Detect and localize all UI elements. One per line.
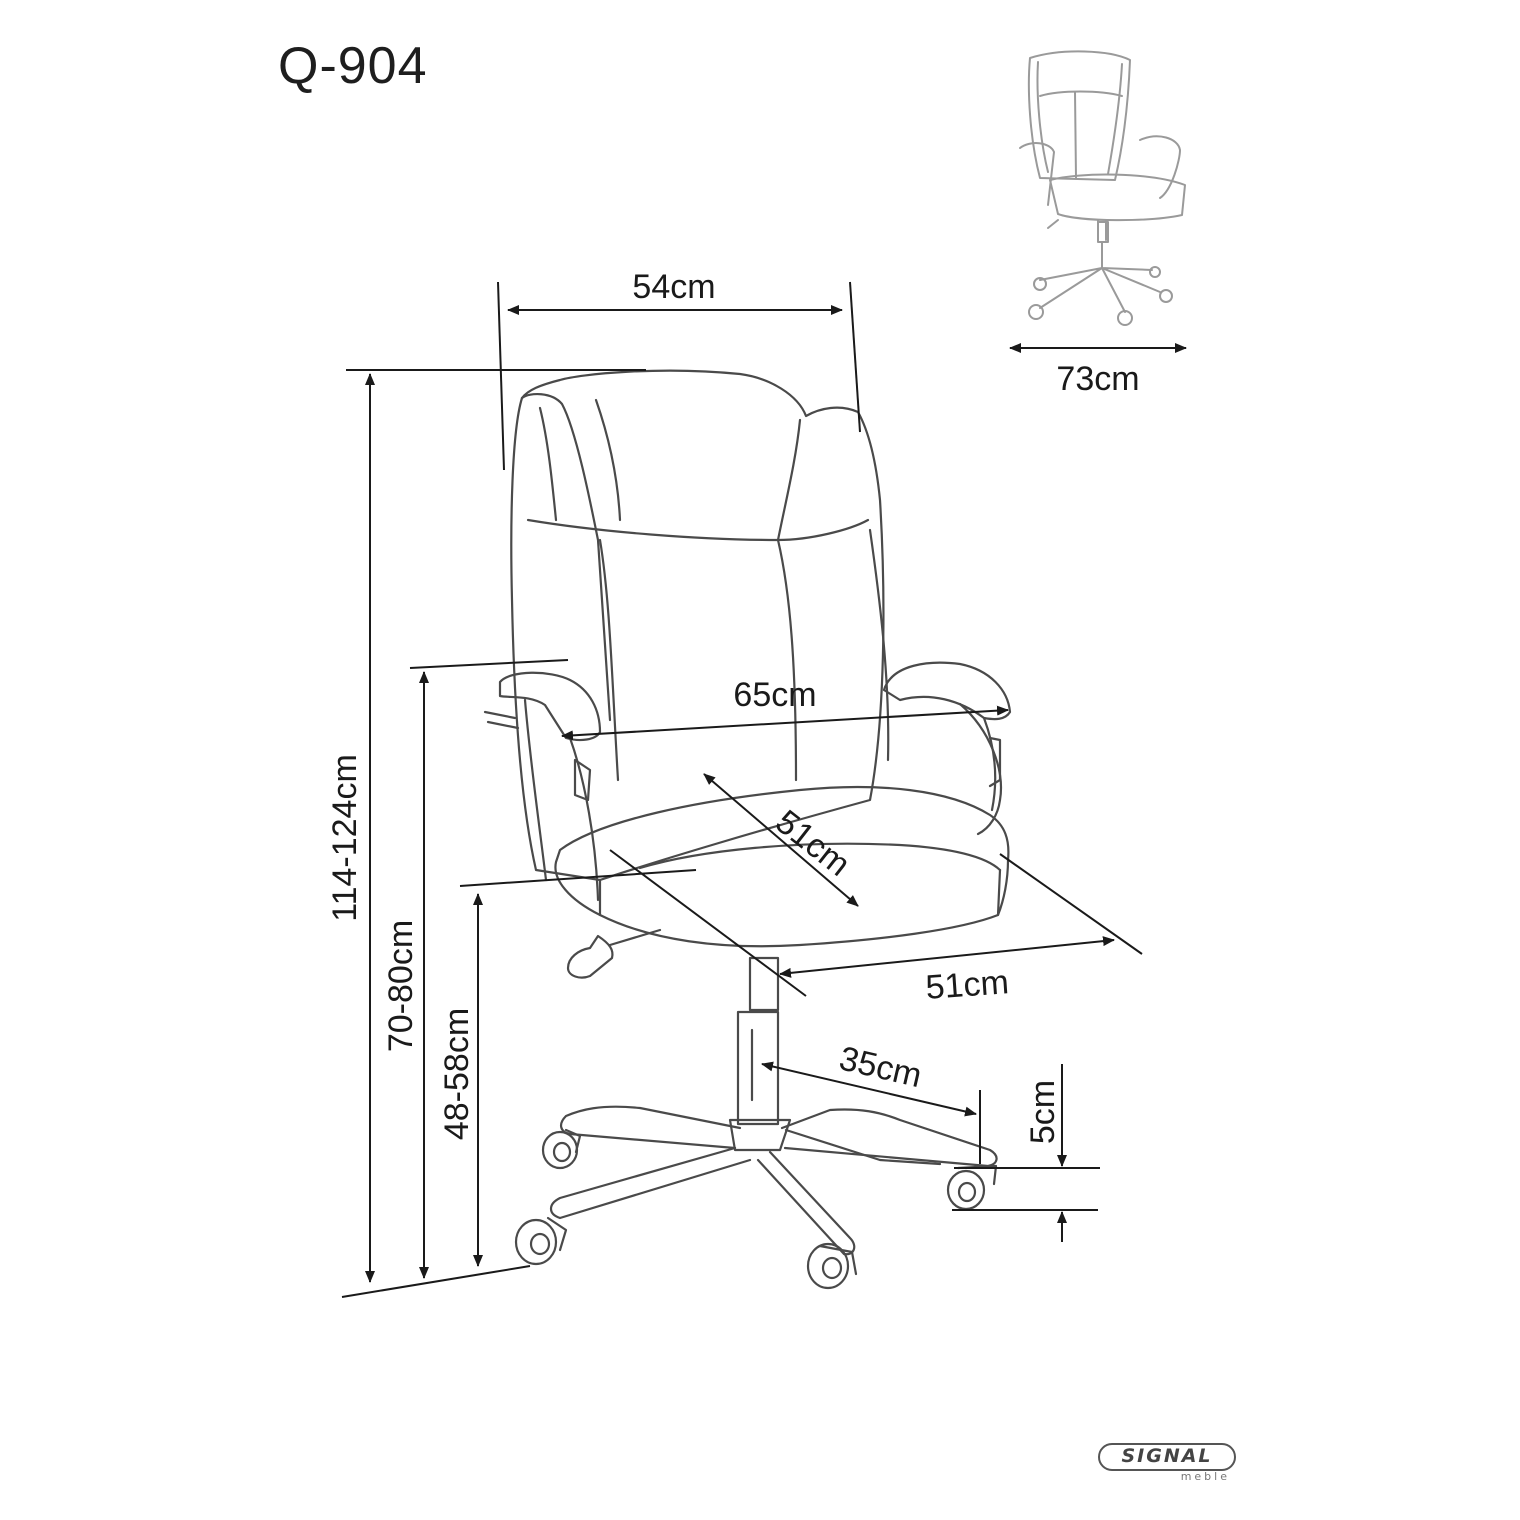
label-overall-width: 73cm (1056, 360, 1139, 398)
signal-logo: SIGNAL meble (1098, 1443, 1236, 1483)
gas-lift-cover (736, 1010, 780, 1126)
logo-sub: meble (1180, 1470, 1230, 1483)
caster-right (946, 1164, 998, 1211)
label-base-depth: 51cm (924, 963, 1010, 1007)
model-title: Q-904 (278, 37, 428, 95)
label-seat-height: 48-58cm (438, 1008, 476, 1140)
logo-frame (1098, 1443, 1236, 1471)
label-armrest-width: 65cm (733, 676, 816, 714)
dimension-lines (341, 281, 1187, 1298)
label-leg-length: 35cm (836, 1039, 926, 1095)
dimension-labels: 54cm 73cm 65cm 51cm 51cm 35cm 114-124cm … (326, 268, 1140, 1144)
base-hub (728, 1118, 792, 1152)
caster-front-right (806, 1242, 858, 1290)
caster-front-left (514, 1216, 568, 1266)
caster-back-left (541, 1128, 582, 1170)
base-leg-front-left (549, 1146, 752, 1220)
logo-name: SIGNAL (1121, 1445, 1213, 1467)
label-total-height: 114-124cm (326, 754, 364, 922)
base-leg-back-left (560, 1105, 742, 1150)
label-wheel-height: 5cm (1024, 1080, 1062, 1144)
label-armrest-height: 70-80cm (382, 920, 420, 1052)
base-leg-back-right (780, 1108, 998, 1168)
gas-lift-top (748, 956, 780, 1012)
left-wing (520, 392, 612, 722)
seat-outline (554, 785, 1010, 948)
right-armrest (882, 661, 1012, 721)
tilt-knob (566, 934, 614, 979)
chair-illustration (483, 369, 1012, 1290)
thumbnail-chair (1019, 50, 1186, 326)
center-seam (776, 538, 798, 782)
label-backrest-width: 54cm (632, 268, 715, 306)
base-leg-front-right (756, 1150, 856, 1256)
headrest-seam (526, 518, 870, 542)
backrest-outline (510, 369, 885, 882)
